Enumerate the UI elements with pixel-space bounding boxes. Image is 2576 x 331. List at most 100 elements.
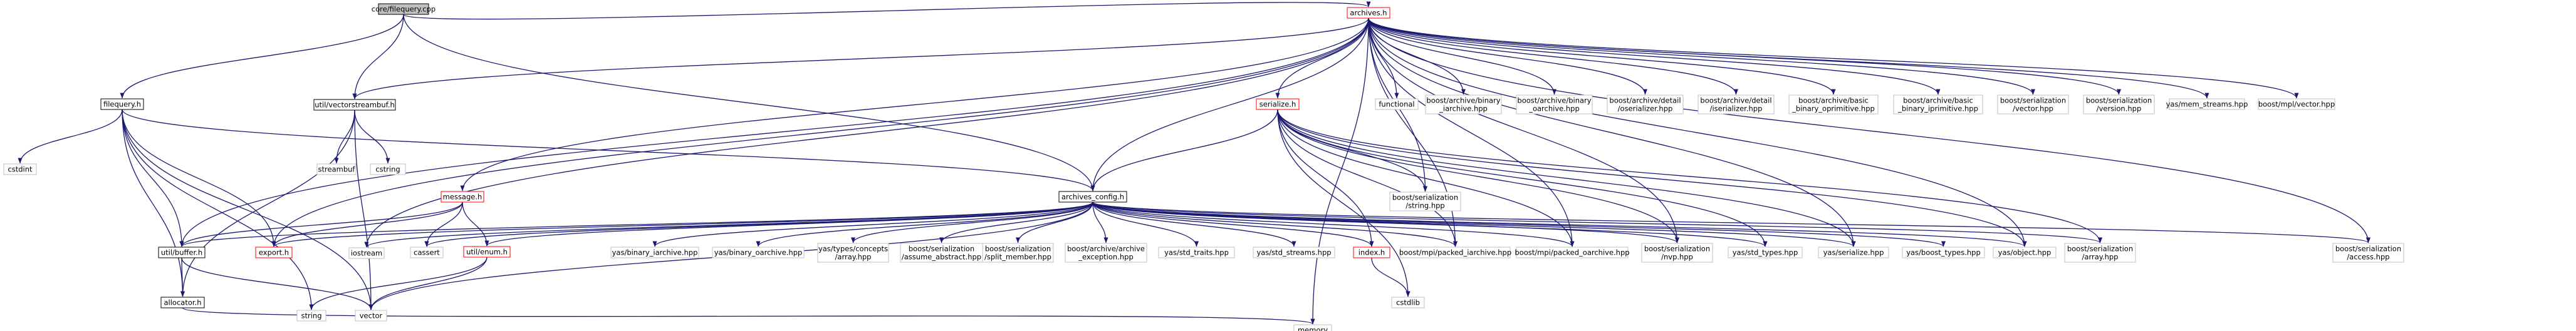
node-box xyxy=(1788,94,1879,115)
node-yas_binary_iarchive[interactable]: yas/binary_iarchive.hpp xyxy=(610,247,699,258)
node-ser_nvp[interactable]: boost/serialization/nvp.hpp xyxy=(1641,243,1713,263)
edge-archives_config-to-yas_binary_oarchive xyxy=(756,201,1093,247)
node-functional[interactable]: functional xyxy=(1375,98,1419,110)
node-label: core/filequery.cpp xyxy=(372,5,435,14)
node-yas_array[interactable]: yas/types/concepts/array.hpp xyxy=(817,243,889,263)
node-yas_std_types[interactable]: yas/std_types.hpp xyxy=(1728,247,1803,258)
node-box xyxy=(1400,247,1511,258)
node-box xyxy=(100,98,144,110)
node-oserializer[interactable]: boost/archive/detail/oserializer.hpp xyxy=(1607,94,1684,115)
edge-serialize_h-to-yas_std_types xyxy=(1277,109,1768,247)
dependency-nodes: core/filequery.cpp archives.h filequery.h u… xyxy=(3,3,2404,331)
node-serialize_h[interactable]: serialize.h xyxy=(1256,98,1300,110)
node-label: /version.hpp xyxy=(2097,104,2142,113)
node-iserializer[interactable]: boost/archive/detail/iserializer.hpp xyxy=(1697,94,1775,115)
node-box xyxy=(1253,247,1335,258)
node-mpi_packed_oarchive[interactable]: boost/mpi/packed_oarchive.hpp xyxy=(1515,247,1630,258)
node-allocator_h[interactable]: allocator.h xyxy=(160,297,205,308)
node-string[interactable]: string xyxy=(296,310,326,322)
node-box xyxy=(158,247,206,258)
node-yas_serialize[interactable]: yas/serialize.hpp xyxy=(1818,247,1889,258)
edge-archives_config-to-yas_array xyxy=(851,201,1093,243)
node-vector[interactable]: vector xyxy=(355,310,387,322)
node-archives_h[interactable]: archives.h xyxy=(1347,7,1390,19)
node-filequery_h[interactable]: filequery.h xyxy=(100,98,144,110)
node-mpi_packed_iarchive[interactable]: boost/mpi/packed_iarchive.hpp xyxy=(1399,247,1511,258)
node-util_vectorstreambuf[interactable]: util/vectorstreambuf.h xyxy=(313,99,396,111)
node-label: boost/serialization xyxy=(1392,193,1458,202)
node-yas_boost_types[interactable]: yas/boost_types.hpp xyxy=(1902,247,1985,258)
node-yas_object[interactable]: yas/object.hpp xyxy=(1993,247,2057,258)
node-iostream[interactable]: iostream xyxy=(348,247,385,259)
node-label: yas/std_types.hpp xyxy=(1733,248,1798,257)
node-mpl_vector[interactable]: boost/mpl/vector.hpp xyxy=(2258,98,2335,110)
edge-archives_config-to-ser_array xyxy=(1092,201,2102,243)
node-label: boost/serialization xyxy=(909,245,974,253)
node-box xyxy=(1893,94,1983,115)
node-box xyxy=(3,163,37,175)
edge-archives_h-to-util_buffer xyxy=(179,18,1369,247)
node-split_member[interactable]: boost/serialization/split_member.hpp xyxy=(982,243,1054,263)
node-box xyxy=(1058,191,1127,203)
node-ser_string[interactable]: boost/serialization/string.hpp xyxy=(1389,191,1461,211)
node-label: yas/serialize.hpp xyxy=(1823,248,1884,257)
node-box xyxy=(316,163,357,175)
node-label: _iarchive.hpp xyxy=(1439,104,1488,113)
node-box xyxy=(1728,247,1803,258)
node-index_h[interactable]: index.h xyxy=(1353,247,1390,258)
node-cstdlib[interactable]: cstdlib xyxy=(1391,297,1425,308)
node-util_buffer[interactable]: util/buffer.h xyxy=(158,247,206,258)
node-label: /access.hpp xyxy=(2347,253,2389,262)
node-label: yas/boost_types.hpp xyxy=(1906,248,1981,257)
node-cstdint[interactable]: cstdint xyxy=(3,163,37,175)
node-label: boost/archive/archive xyxy=(1067,245,1145,253)
node-cstring[interactable]: cstring xyxy=(370,163,406,175)
node-label: memory xyxy=(1298,326,1328,331)
edge-filequery_h-to-export_h xyxy=(122,109,276,247)
node-label: _oarchive.hpp xyxy=(1528,104,1580,113)
node-util_enum[interactable]: util/enum.h xyxy=(463,246,511,258)
node-yas_std_streams[interactable]: yas/std_streams.hpp xyxy=(1253,247,1335,258)
node-memory[interactable]: memory xyxy=(1293,324,1332,331)
node-label: cstdint xyxy=(8,165,33,174)
node-assume_abstract[interactable]: boost/serialization/assume_abstract.hpp xyxy=(900,243,983,263)
node-yas_binary_oarchive[interactable]: yas/binary_oarchive.hpp xyxy=(712,247,805,258)
edge-index_h-to-cstdlib xyxy=(1371,257,1411,297)
node-binary_iarchive[interactable]: boost/archive/binary_iarchive.hpp xyxy=(1425,94,1502,115)
edge-archives_config-to-util_enum xyxy=(484,201,1093,247)
node-box xyxy=(160,297,205,308)
edge-root-to-util_vectorstreambuf xyxy=(352,14,404,99)
node-ser_array[interactable]: boost/serialization/array.hpp xyxy=(2064,243,2136,263)
node-box xyxy=(610,247,699,258)
node-box xyxy=(1607,94,1684,115)
node-ser_access[interactable]: boost/serialization/access.hpp xyxy=(2332,243,2404,263)
node-yas_std_traits[interactable]: yas/std_traits.hpp xyxy=(1158,247,1235,258)
node-export_h[interactable]: export.h xyxy=(255,247,293,258)
node-basic_iprimitive[interactable]: boost/archive/basic_binary_iprimitive.hp… xyxy=(1893,94,1983,115)
node-ser_version[interactable]: boost/serialization/version.hpp xyxy=(2083,94,2155,115)
edge-util_vectorstreambuf-to-streambuf xyxy=(334,109,355,164)
node-box xyxy=(982,243,1054,263)
node-archive_exception[interactable]: boost/archive/archive_exception.hpp xyxy=(1065,243,1147,263)
node-archives_config[interactable]: archives_config.h xyxy=(1058,191,1127,203)
node-cassert[interactable]: cassert xyxy=(410,247,444,258)
node-label: archives_config.h xyxy=(1061,193,1124,201)
node-label: /iserializer.hpp xyxy=(1710,104,1763,113)
node-streambuf[interactable]: streambuf xyxy=(316,163,357,175)
edge-filequery_h-to-archives_config xyxy=(122,109,1095,191)
node-label: boost/serialization xyxy=(2335,245,2401,253)
node-binary_oarchive[interactable]: boost/archive/binary_oarchive.hpp xyxy=(1516,94,1593,115)
node-box xyxy=(2169,98,2245,110)
node-label: /vector.hpp xyxy=(2013,104,2053,113)
node-ser_vector[interactable]: boost/serialization/vector.hpp xyxy=(1997,94,2069,115)
edge-filequery_h-to-util_buffer xyxy=(122,109,184,247)
node-label: yas/types/concepts xyxy=(818,245,888,253)
node-root[interactable]: core/filequery.cpp xyxy=(372,3,435,15)
edge-serialize_h-to-mpi_packed_oarchive xyxy=(1277,109,1575,247)
node-message_h[interactable]: message.h xyxy=(441,191,484,203)
node-basic_oprimitive[interactable]: boost/archive/basic_binary_oprimitive.hp… xyxy=(1788,94,1879,115)
node-yas_mem_streams[interactable]: yas/mem_streams.hpp xyxy=(2166,98,2248,110)
node-label: util/vectorstreambuf.h xyxy=(315,101,395,109)
node-label: util/enum.h xyxy=(466,248,508,257)
node-label: /array.hpp xyxy=(2082,253,2119,262)
